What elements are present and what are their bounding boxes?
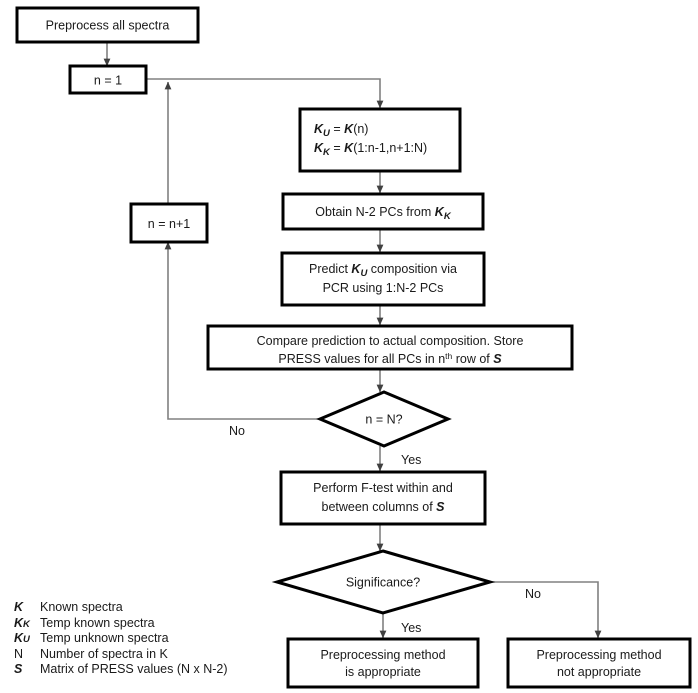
legend-description: Temp unknown spectra <box>40 631 169 645</box>
node-predict-line2: PCR using 1:N-2 PCs <box>323 281 444 295</box>
legend-symbol: S <box>14 662 23 676</box>
node-assign-line1: KU = K(n) <box>314 122 368 139</box>
node-check-n-label: n = N? <box>365 413 402 427</box>
legend-row: S Matrix of PRESS values (N x N-2) <box>6 662 276 678</box>
legend-symbol: K <box>14 600 24 614</box>
legend-symbol: KK <box>14 615 30 630</box>
node-obtain-pcs[interactable]: Obtain N-2 PCs from KK <box>281 192 485 231</box>
node-compare-line1: Compare prediction to actual composition… <box>257 334 524 348</box>
node-significance-label: Significance? <box>346 576 420 590</box>
node-obtain-pcs-label: Obtain N-2 PCs from KK <box>315 205 452 222</box>
legend-row: N Number of spectra in K <box>6 647 276 663</box>
node-compare-line2: PRESS values for all PCs in nth row of S <box>278 351 502 366</box>
node-predict-line1: Predict KU composition via <box>309 262 457 279</box>
node-preprocess[interactable]: Preprocess all spectra <box>15 6 200 44</box>
legend-description: Temp known spectra <box>40 615 155 630</box>
node-init-n[interactable]: n = 1 <box>68 64 148 95</box>
edge-significance-no-to-not-appropriate <box>490 581 602 639</box>
node-ftest-line1: Perform F-test within and <box>313 481 453 495</box>
edge-label-significance-no: No <box>525 587 541 601</box>
node-assign[interactable]: KU = K(n) KK = K(1:n-1,n+1:N) <box>298 107 462 173</box>
node-significance[interactable]: Significance? <box>271 549 496 615</box>
node-not-appropriate[interactable]: Preprocessing method not appropriate <box>506 637 692 689</box>
edge-check-no-to-increment <box>164 241 320 420</box>
node-assign-line2: KK = K(1:n-1,n+1:N) <box>314 141 427 158</box>
node-appropriate-line1: Preprocessing method <box>320 648 445 662</box>
node-preprocess-label: Preprocess all spectra <box>46 19 170 33</box>
node-ftest[interactable]: Perform F-test within and between column… <box>279 470 487 526</box>
node-check-n[interactable]: n = N? <box>316 390 452 448</box>
legend-description: Number of spectra in K <box>40 646 168 661</box>
node-compare[interactable]: Compare prediction to actual composition… <box>206 324 574 371</box>
edge-init-to-assign <box>146 78 384 109</box>
legend-row: KK Temp known spectra <box>6 616 276 632</box>
legend-description: Matrix of PRESS values (N x N-2) <box>40 662 228 676</box>
legend-description: Known spectra <box>40 600 123 614</box>
legend-symbol: N <box>14 646 24 661</box>
node-init-n-label: n = 1 <box>94 74 122 88</box>
legend: K Known spectra KK Temp known spectra KU… <box>6 600 276 678</box>
node-appropriate-line2: is appropriate <box>345 665 421 679</box>
node-predict[interactable]: Predict KU composition via PCR using 1:N… <box>280 251 486 307</box>
node-not-appropriate-line2: not appropriate <box>557 665 641 679</box>
legend-symbol: KU <box>14 631 30 645</box>
legend-row: KU Temp unknown spectra <box>6 631 276 647</box>
node-not-appropriate-line1: Preprocessing method <box>536 648 661 662</box>
connector-layer <box>103 42 602 639</box>
legend-row: K Known spectra <box>6 600 276 616</box>
edge-label-loop-no: No <box>229 424 245 438</box>
edge-label-loop-yes: Yes <box>401 453 421 467</box>
node-increment-n-label: n = n+1 <box>148 217 190 231</box>
node-increment-n[interactable]: n = n+1 <box>129 202 209 244</box>
node-ftest-line2: between columns of S <box>322 500 446 514</box>
node-appropriate[interactable]: Preprocessing method is appropriate <box>286 637 480 689</box>
edge-label-significance-yes: Yes <box>401 621 421 635</box>
